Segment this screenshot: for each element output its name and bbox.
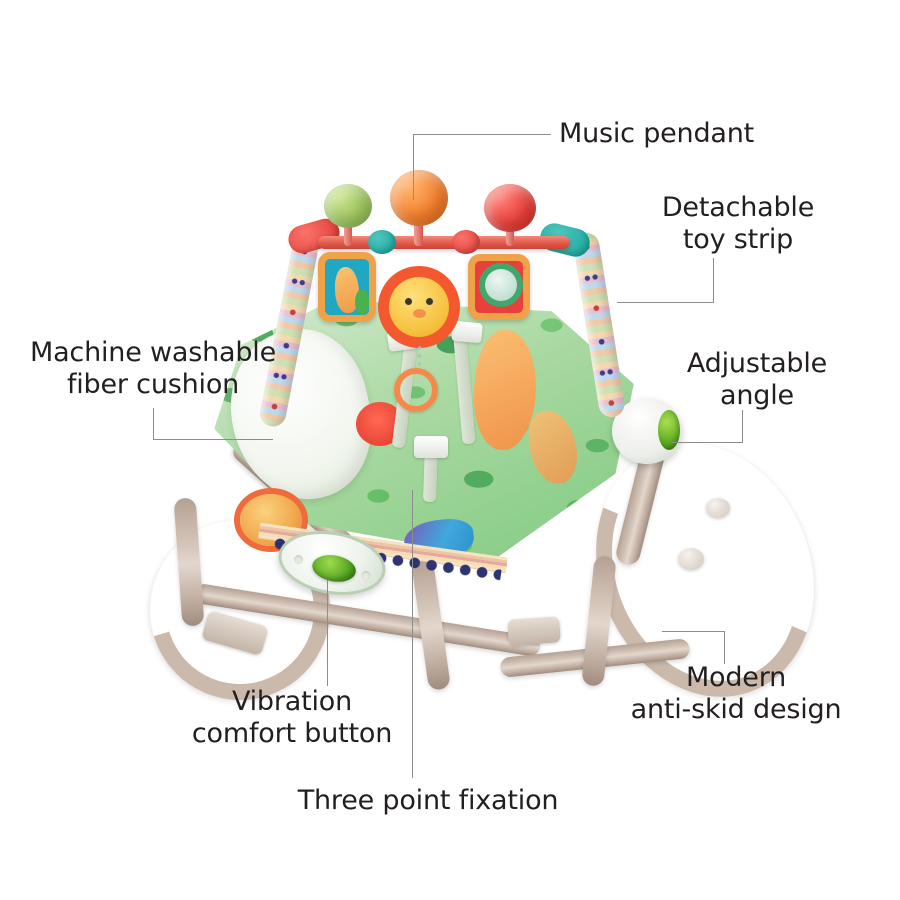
anti-skid-foot-center [507, 616, 561, 646]
teal-bar-nub [368, 230, 396, 254]
vibration-comfort-button[interactable] [310, 551, 359, 586]
callout-adjustable-angle: Adjustable angle [686, 348, 828, 411]
leader-angle-horizontal [672, 442, 743, 443]
giraffe-picture-frame-toy[interactable] [318, 252, 376, 322]
leader-antiskid-vertical [724, 631, 725, 664]
callout-machine-washable-fiber-cushion: Machine washable fiber cushion [29, 337, 276, 400]
anti-skid-cap-right [706, 498, 730, 518]
pod-indicator-led-2 [360, 570, 372, 581]
adjustable-angle-knob[interactable] [658, 410, 680, 450]
callout-music-pendant: Music pendant [559, 118, 755, 149]
green-ball-stem [344, 212, 352, 246]
leader-music-pendant-vertical [413, 134, 414, 200]
red-bar-nub [452, 230, 480, 254]
callout-modern-anti-skid-design: Modern anti-skid design [630, 662, 842, 725]
leader-antiskid-horizontal [662, 631, 725, 632]
leader-toy-strip-horizontal [617, 302, 714, 303]
callout-three-point-fixation: Three point fixation [297, 785, 559, 816]
leader-music-pendant-horizontal [413, 134, 551, 135]
callout-vibration-comfort-button: Vibration comfort button [191, 686, 393, 749]
lion-frame-art [485, 269, 517, 301]
teether-chain [418, 344, 421, 374]
orange-teething-ring[interactable] [394, 368, 438, 412]
leader-toy-strip-vertical [713, 258, 714, 303]
giraffe-frame-leaf [355, 289, 369, 315]
green-rattle-ball[interactable] [324, 184, 372, 228]
harness-buckle-center [414, 436, 448, 458]
lion-eye-right [426, 298, 433, 305]
leader-cushion-horizontal [153, 439, 273, 440]
leader-three-point-vertical [412, 490, 413, 778]
lion-eye-left [405, 298, 412, 305]
leader-angle-vertical [742, 410, 743, 443]
pod-indicator-led [293, 554, 304, 565]
red-rattle-ball[interactable] [484, 184, 536, 232]
callout-detachable-toy-strip: Detachable toy strip [661, 192, 815, 255]
lion-face [389, 277, 449, 337]
orange-music-pendant-ball[interactable] [390, 170, 448, 226]
leader-cushion-vertical [153, 408, 154, 440]
lion-nose [413, 309, 426, 318]
leader-vibration-vertical [327, 580, 328, 686]
anti-skid-cap-rear [678, 548, 704, 570]
lion-picture-frame-toy[interactable] [468, 254, 530, 320]
toy-bar[interactable] [318, 236, 570, 249]
lion-plush-toy[interactable] [378, 266, 460, 348]
orange-ball-stem [414, 206, 423, 246]
